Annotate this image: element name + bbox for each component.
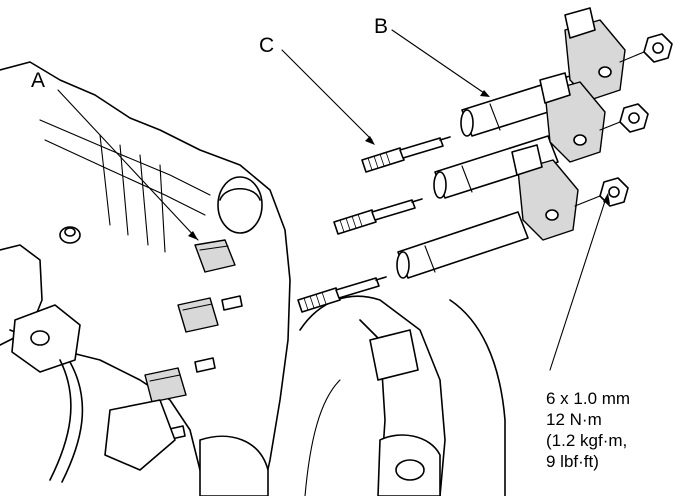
bolt-lower bbox=[574, 177, 629, 207]
ignition-coil-lower bbox=[396, 144, 579, 279]
bolt-middle bbox=[599, 103, 649, 133]
leader-lines bbox=[57, 29, 610, 371]
spark-plug-middle bbox=[333, 198, 423, 235]
ignition-coil-upper bbox=[460, 7, 626, 137]
spec-line-2: 12 N·m bbox=[546, 410, 602, 429]
engine-block bbox=[0, 61, 291, 496]
bolt-upper bbox=[619, 33, 673, 63]
callout-b: B bbox=[374, 15, 388, 38]
torque-spec: 6 x 1.0 mm 12 N·m (1.2 kgf·m, 9 lbf·ft) bbox=[546, 389, 630, 471]
spark-plug-upper bbox=[361, 136, 451, 173]
spec-line-1: 6 x 1.0 mm bbox=[546, 389, 630, 408]
spark-plug-lower bbox=[297, 276, 387, 313]
callout-c: C bbox=[259, 34, 274, 57]
spec-line-3: (1.2 kgf·m, bbox=[546, 431, 627, 450]
callout-a: A bbox=[31, 69, 45, 92]
engine-bay-right bbox=[299, 295, 506, 496]
spec-line-4: 9 lbf·ft) bbox=[546, 452, 599, 471]
